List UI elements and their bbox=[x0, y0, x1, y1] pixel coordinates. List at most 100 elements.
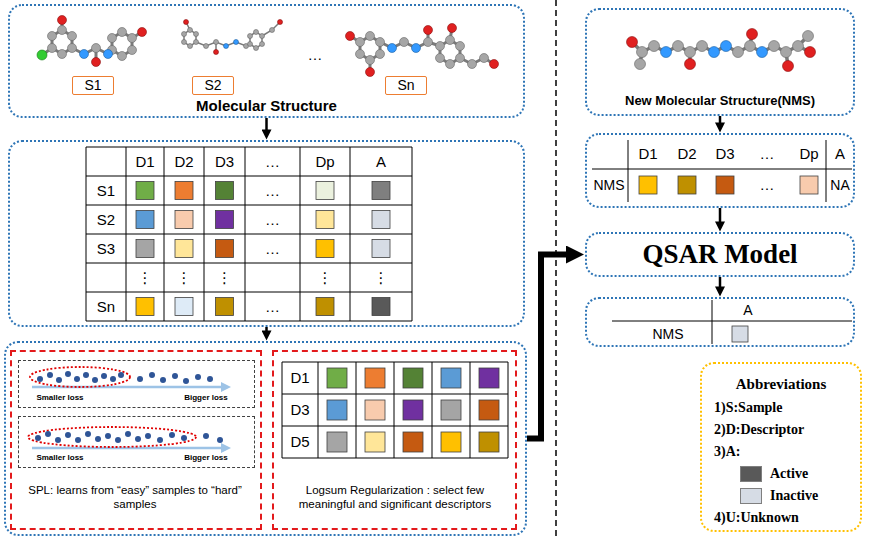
sample-dot bbox=[160, 377, 166, 383]
abbreviation: 1)S:Sample bbox=[714, 398, 858, 418]
carbon-atom bbox=[400, 38, 409, 47]
carbon-atom bbox=[649, 41, 660, 52]
sample-dot bbox=[35, 371, 223, 443]
descriptor-value-cell bbox=[403, 400, 423, 420]
carbon-atom bbox=[260, 42, 265, 47]
table-cell: … bbox=[747, 173, 787, 197]
sample-dot bbox=[181, 435, 187, 441]
divider-line bbox=[556, 0, 557, 540]
abbreviation: 3)A: bbox=[714, 442, 858, 462]
carbon-atom bbox=[803, 31, 814, 42]
table-grid bbox=[86, 147, 412, 321]
descriptor-value-cell bbox=[316, 182, 334, 200]
descriptor-value-cell bbox=[441, 368, 461, 388]
axis-label: Bigger loss bbox=[173, 392, 239, 404]
carbon-atom bbox=[356, 50, 365, 59]
sample-dot bbox=[110, 376, 116, 382]
carbon-atom bbox=[781, 47, 792, 58]
descriptor-value-cell bbox=[716, 176, 734, 194]
descriptor-value-cell bbox=[441, 400, 461, 420]
descriptor-value-cell bbox=[372, 211, 390, 229]
sample-dot bbox=[115, 437, 121, 443]
carbon-atom bbox=[446, 60, 455, 69]
sample-dot bbox=[65, 432, 71, 438]
legend-swatch bbox=[740, 488, 762, 504]
chlorine-atom bbox=[37, 50, 47, 60]
method-description: Logsum Regularization : select few meani… bbox=[279, 474, 511, 520]
nitrogen-atom bbox=[80, 40, 768, 59]
table-grid bbox=[612, 300, 852, 344]
sample-dot bbox=[105, 433, 111, 439]
molecule-bond bbox=[42, 20, 494, 72]
row-header: NMS bbox=[638, 324, 698, 344]
oxygen-atom bbox=[184, 20, 189, 25]
carbon-atom bbox=[260, 34, 265, 39]
table-grid bbox=[592, 140, 852, 202]
carbon-atom bbox=[194, 32, 199, 37]
carbon-atom bbox=[248, 42, 253, 47]
carbon-atom bbox=[685, 47, 696, 58]
carbon-atom bbox=[48, 32, 57, 41]
table-cell: ⋮ bbox=[165, 265, 203, 291]
table-header: D3 bbox=[206, 149, 244, 175]
sample-dot bbox=[118, 372, 124, 378]
table-header: A bbox=[728, 300, 768, 320]
divider-line bbox=[555, 0, 557, 540]
flow-arrow bbox=[265, 118, 268, 135]
nitrogen-atom bbox=[757, 47, 768, 58]
descriptor-value-cell bbox=[479, 368, 499, 388]
nitrogen-atom bbox=[388, 44, 397, 53]
descriptor-value-cell bbox=[136, 240, 154, 258]
table-cell: ⋮ bbox=[206, 265, 244, 291]
row-header: S2 bbox=[87, 207, 125, 233]
sample-dot bbox=[169, 432, 175, 438]
table-header: D1 bbox=[630, 142, 666, 166]
abbreviation-box: Abbreviations1)S:Sample2)D:Descriptor3)A… bbox=[700, 362, 862, 532]
row-header: D3 bbox=[283, 396, 317, 424]
oxygen-atom bbox=[58, 16, 67, 25]
carbon-atom bbox=[456, 54, 465, 63]
sample-dot bbox=[95, 436, 101, 442]
carbon-atom bbox=[456, 42, 465, 51]
oxygen-atom bbox=[92, 58, 101, 67]
descriptor-value-cell bbox=[479, 432, 499, 452]
carbon-atom bbox=[128, 46, 137, 55]
table-cell: … bbox=[248, 236, 298, 262]
descriptor-value-cell bbox=[678, 176, 696, 194]
carbon-atom bbox=[769, 41, 780, 52]
table-header: D1 bbox=[126, 149, 164, 175]
nitrogen-atom bbox=[104, 50, 113, 59]
carbon-atom bbox=[48, 26, 814, 70]
sample-dot bbox=[83, 372, 89, 378]
sample-dot bbox=[183, 378, 189, 384]
oxygen-atom bbox=[747, 29, 758, 40]
table-cell: ⋮ bbox=[126, 265, 164, 291]
descriptor-value-cell bbox=[216, 211, 234, 229]
loss-axis bbox=[221, 443, 231, 453]
descriptor-value-cell bbox=[403, 432, 423, 452]
carbon-atom bbox=[194, 40, 199, 45]
carbon-atom bbox=[376, 38, 385, 47]
loss-panel: Smaller lossBigger loss bbox=[18, 416, 255, 468]
model-box: QSAR Model bbox=[585, 232, 855, 277]
carbon-atom bbox=[68, 44, 77, 53]
nitrogen-atom bbox=[234, 40, 239, 45]
sample-label: S2 bbox=[193, 78, 233, 94]
carbon-atom bbox=[424, 38, 433, 47]
row-header: Sn bbox=[87, 294, 125, 320]
carbon-atom bbox=[376, 50, 385, 59]
descriptor-value-cell bbox=[372, 240, 390, 258]
sample-dot bbox=[92, 377, 98, 383]
new-descriptor-panel: D1D2D3…DpANMS…NA bbox=[585, 133, 855, 208]
abbreviation: 4)U:Unknown bbox=[714, 508, 858, 528]
loss-panel: Smaller lossBigger loss bbox=[18, 360, 255, 408]
chlorine-atom bbox=[37, 50, 47, 60]
molecule-bond bbox=[460, 58, 494, 64]
sample-label: S1 bbox=[73, 78, 113, 94]
descriptor-value-cell bbox=[316, 240, 334, 258]
table-cell: NA bbox=[827, 173, 853, 197]
oxygen-atom bbox=[346, 32, 355, 41]
nitrogen-atom bbox=[80, 50, 89, 59]
carbon-atom bbox=[637, 47, 648, 58]
sample-dot bbox=[55, 437, 61, 443]
